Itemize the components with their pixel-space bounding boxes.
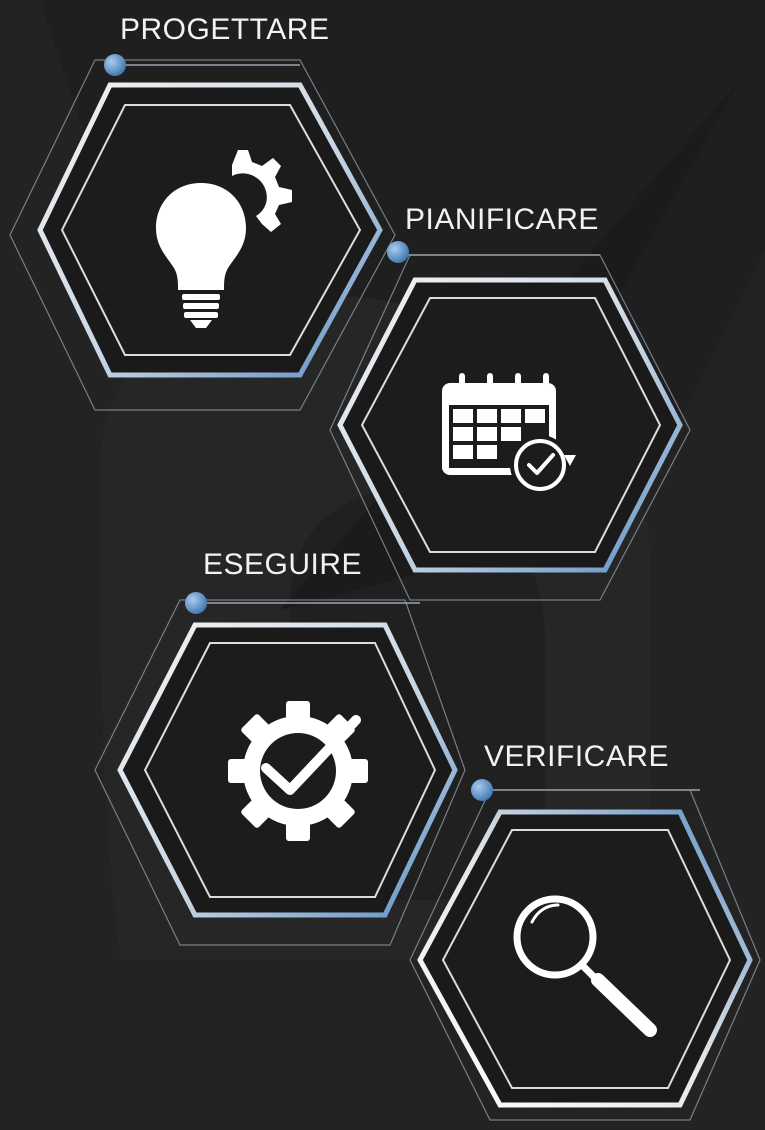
node-dot — [185, 592, 207, 614]
node-dot — [387, 241, 409, 263]
gear-check-icon — [228, 701, 368, 841]
step-eseguire — [94, 592, 466, 946]
node-dot — [471, 779, 493, 801]
step-label-eseguire: ESEGUIRE — [203, 548, 363, 581]
hexagon-outer-frame — [329, 254, 691, 601]
node-dot — [104, 54, 126, 76]
hexagon-outer-frame — [9, 59, 396, 411]
lightbulb-gear-icon — [156, 150, 292, 328]
step-progettare — [9, 54, 396, 411]
step-label-verificare: VERIFICARE — [484, 740, 670, 773]
step-verificare — [409, 779, 761, 1121]
step-pianificare — [329, 241, 691, 601]
step-label-pianificare: PIANIFICARE — [405, 203, 599, 236]
hexagon-outer-frame — [94, 599, 466, 946]
magnifier-icon — [513, 895, 657, 1037]
calendar-clock-icon — [442, 373, 576, 495]
step-label-progettare: PROGETTARE — [120, 13, 330, 46]
hexagon-outer-frame — [409, 789, 761, 1121]
